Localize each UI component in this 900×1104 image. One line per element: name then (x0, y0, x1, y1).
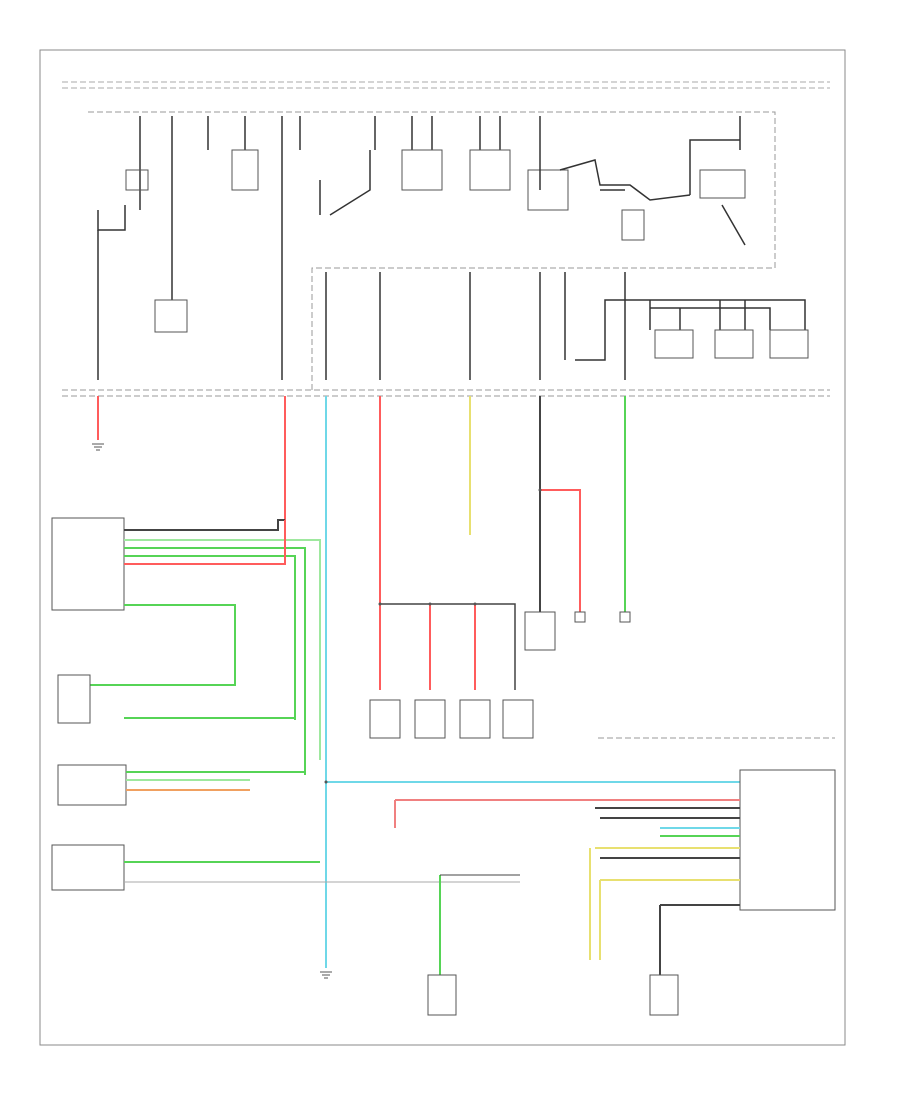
pdc-component-boxes (125, 149, 746, 333)
left-module-colored-wires (90, 519, 321, 775)
red-wire-3 (540, 489, 581, 612)
component-box-mid-1 (369, 699, 401, 739)
left-lower-wires (124, 771, 520, 883)
relay-box-2 (231, 149, 259, 191)
splice-line (380, 603, 516, 690)
relay-box-6 (621, 209, 645, 241)
component-box-mid-2 (414, 699, 446, 739)
right-module-wires (394, 799, 740, 975)
component-box-mid-5 (524, 611, 556, 651)
component-box-mid-4 (502, 699, 534, 739)
diagram-frame (39, 49, 846, 1046)
relay-box-lower-1 (654, 329, 694, 359)
middle-component-boxes (369, 611, 631, 739)
top-feed-wires (139, 116, 741, 380)
module-box-left (51, 517, 125, 611)
connector-dots (324, 488, 542, 784)
lower-relay-boxes (654, 329, 809, 359)
relay-box-3 (401, 149, 443, 191)
component-box-mid-6 (574, 611, 586, 623)
mid-feed-wires (325, 272, 806, 380)
power-distribution-center-outline (88, 111, 776, 390)
module-box-right (739, 769, 836, 911)
relay-box-lower-3 (769, 329, 809, 359)
component-box-left-2 (57, 674, 91, 724)
component-box-8 (154, 299, 188, 333)
relay-box-5 (527, 169, 569, 211)
relay-box-lower-2 (714, 329, 754, 359)
component-box-left-3 (57, 764, 127, 806)
relay-box-1 (125, 169, 149, 191)
component-box-mid-3 (459, 699, 491, 739)
bottom-component-boxes (427, 974, 679, 1016)
component-box-bottom-1 (427, 974, 457, 1016)
relay-box-7 (699, 169, 746, 199)
component-box-left-4 (51, 844, 125, 891)
pdc-internal-wiring (97, 139, 746, 380)
component-box-bottom-2 (649, 974, 679, 1016)
relay-box-4 (469, 149, 511, 191)
ground-symbol-icon-2 (92, 443, 104, 451)
component-box-mid-7 (619, 611, 631, 623)
ground-symbol-icon (320, 971, 332, 979)
